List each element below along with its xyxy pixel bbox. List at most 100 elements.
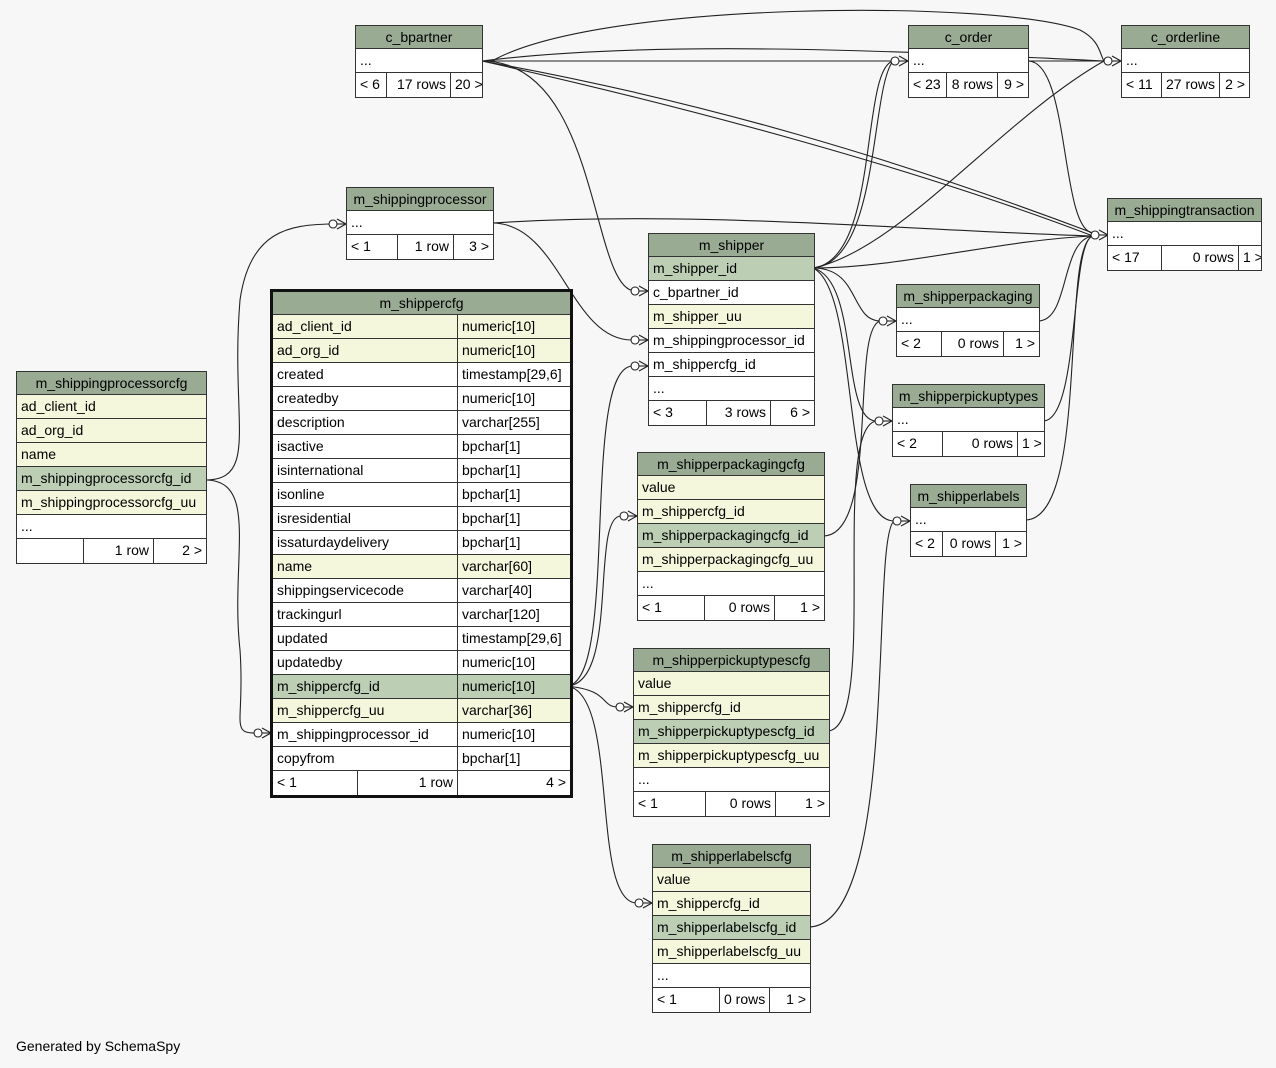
- column-row[interactable]: c_bpartner_id: [649, 281, 814, 305]
- column-name: m_shippingprocessorcfg_id: [21, 470, 192, 486]
- column-row[interactable]: m_shipperpickuptypescfg_uu: [634, 744, 829, 768]
- column-row[interactable]: ...: [347, 211, 493, 235]
- column-row[interactable]: ad_org_id: [17, 419, 206, 443]
- column-row[interactable]: m_shipper_uu: [649, 305, 814, 329]
- children-link[interactable]: 1 >: [1017, 432, 1044, 456]
- column-row[interactable]: m_shippercfg_id: [638, 500, 824, 524]
- parents-link[interactable]: < 1: [642, 599, 662, 615]
- column-row[interactable]: m_shippercfg_id: [653, 892, 810, 916]
- children-link[interactable]: 3 >: [453, 235, 493, 259]
- children-link[interactable]: 1 >: [769, 988, 810, 1012]
- primary-key-column-row[interactable]: m_shipperpackagingcfg_id: [638, 524, 824, 548]
- column-row[interactable]: ...: [356, 49, 482, 73]
- children-link[interactable]: 1 >: [995, 532, 1026, 556]
- column-row[interactable]: name: [17, 443, 206, 467]
- children-link[interactable]: 2 >: [153, 539, 206, 563]
- column-row[interactable]: ...: [634, 768, 829, 792]
- column-row[interactable]: value: [634, 672, 829, 696]
- children-link[interactable]: 20 >: [450, 73, 482, 97]
- column-row[interactable]: m_shippercfg_id: [649, 353, 814, 377]
- children-link[interactable]: 4 >: [457, 771, 570, 795]
- column-row[interactable]: m_shipperlabelscfg_uu: [653, 940, 810, 964]
- column-row[interactable]: ...: [649, 377, 814, 401]
- column-row[interactable]: m_shippingprocessorcfg_uu: [17, 491, 206, 515]
- column-row[interactable]: ...: [1122, 49, 1249, 73]
- parents-link[interactable]: < 1: [277, 774, 297, 790]
- primary-key-column-row[interactable]: m_shipper_id: [649, 257, 814, 281]
- column-row[interactable]: ...: [897, 308, 1039, 332]
- children-link[interactable]: 1 >: [775, 792, 829, 816]
- column-row[interactable]: ...: [638, 572, 824, 596]
- column-row[interactable]: value: [638, 476, 824, 500]
- parents-link[interactable]: [17, 539, 83, 563]
- parents-link[interactable]: < 2: [915, 535, 935, 551]
- parents-link[interactable]: < 1: [657, 991, 677, 1007]
- column-row[interactable]: value: [653, 868, 810, 892]
- children-link[interactable]: 1 >: [1238, 246, 1261, 270]
- column-name: trackingurl: [277, 606, 342, 622]
- children-link[interactable]: 9 >: [997, 73, 1028, 97]
- column-row[interactable]: ...: [911, 508, 1026, 532]
- parents-link[interactable]: < 23: [913, 76, 941, 92]
- children-link[interactable]: 2 >: [1219, 73, 1249, 97]
- table-name: m_shippingtransaction: [1108, 199, 1261, 222]
- column-row[interactable]: ...: [17, 515, 206, 539]
- column-row[interactable]: ...: [909, 49, 1028, 73]
- parents-link[interactable]: < 3: [653, 404, 673, 420]
- column-row[interactable]: ...: [893, 408, 1044, 432]
- primary-key-column-row[interactable]: m_shipperlabelscfg_id: [653, 916, 810, 940]
- parents-link[interactable]: < 1: [638, 795, 658, 811]
- parents-link[interactable]: < 2: [897, 435, 917, 451]
- parents-link[interactable]: < 17: [1112, 249, 1140, 265]
- column-row[interactable]: m_shipperpackagingcfg_uu: [638, 548, 824, 572]
- parents-link[interactable]: < 6: [360, 76, 380, 92]
- column-row[interactable]: m_shippercfg_id: [634, 696, 829, 720]
- children-link[interactable]: 1 >: [1003, 332, 1039, 356]
- children-link[interactable]: 1 >: [774, 596, 824, 620]
- primary-key-column-row[interactable]: m_shipperpickuptypescfg_id: [634, 720, 829, 744]
- parents-link[interactable]: < 11: [1126, 76, 1153, 92]
- column-row[interactable]: ad_client_id: [17, 395, 206, 419]
- parents-link[interactable]: < 2: [901, 335, 921, 351]
- primary-key-column-row[interactable]: m_shippingprocessorcfg_id: [17, 467, 206, 491]
- parents-link[interactable]: < 1: [351, 238, 371, 254]
- column-row[interactable]: m_shippingprocessor_id: [649, 329, 814, 353]
- column-row[interactable]: ...: [653, 964, 810, 988]
- column-row[interactable]: ...: [1108, 222, 1261, 246]
- children-link[interactable]: 6 >: [770, 401, 814, 425]
